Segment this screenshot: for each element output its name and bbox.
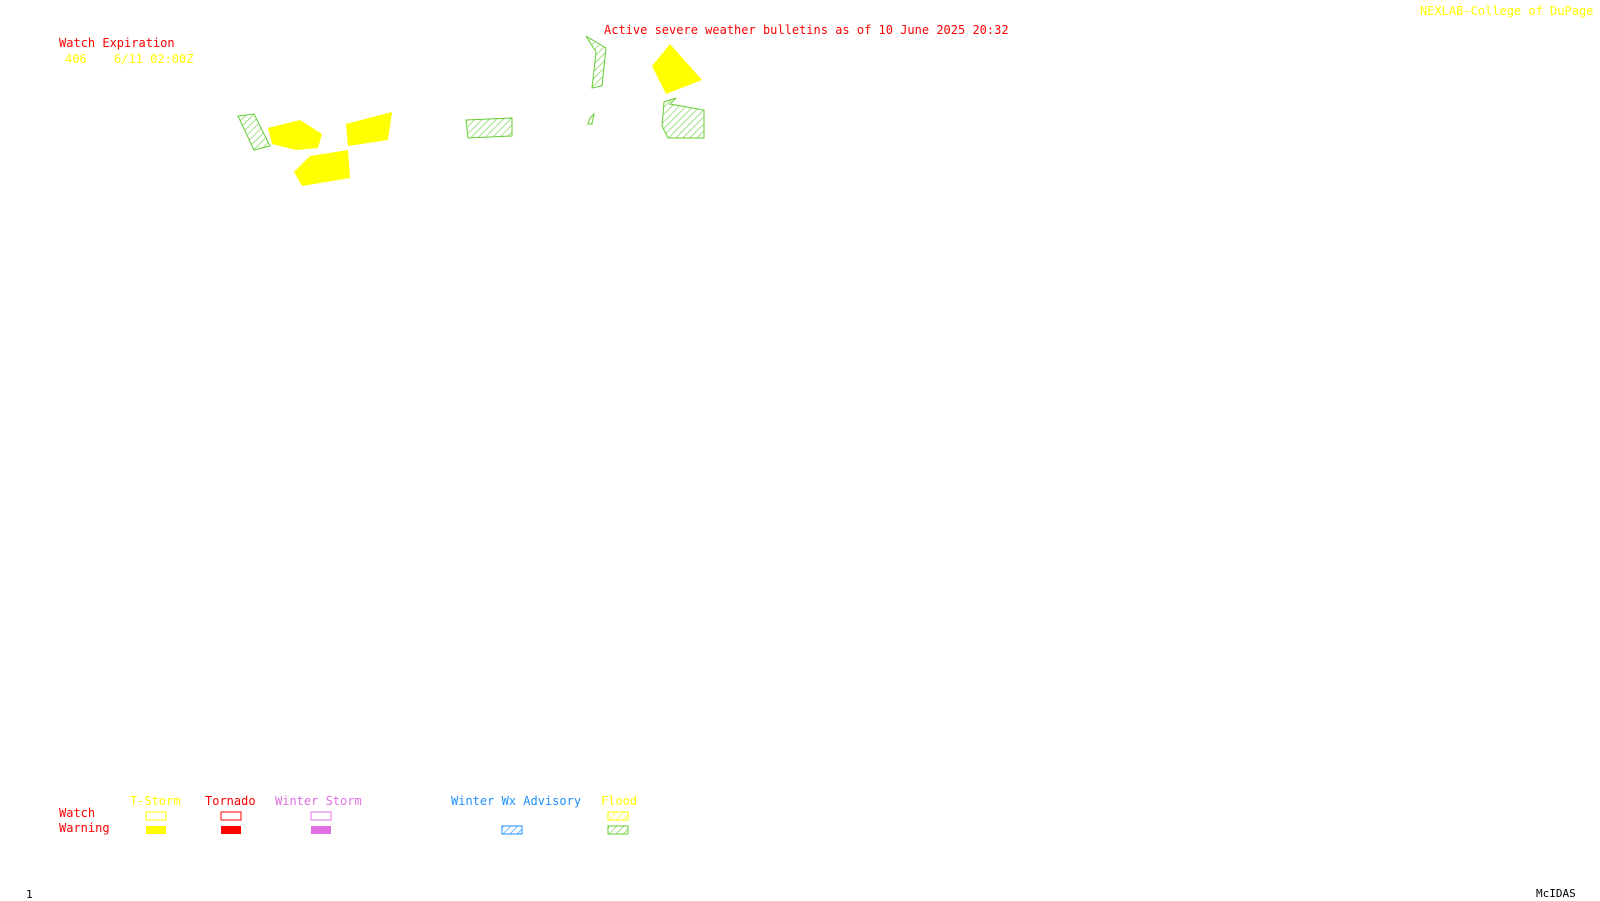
- watch-expiry-time: 6/11 02:00Z: [114, 52, 194, 66]
- flood-warning-polygon: [237, 113, 271, 151]
- frame-number: 1: [26, 888, 33, 901]
- legend-tstorm-header: T-Storm: [130, 794, 181, 808]
- legend-flood-watch-swatch: [607, 811, 629, 821]
- watch-expiration-label: Watch Expiration: [59, 36, 175, 50]
- legend-flood-header: Flood: [601, 794, 638, 808]
- legend-winter-storm-watch-swatch: [310, 811, 332, 821]
- legend-tornado-watch-swatch: [220, 811, 242, 821]
- tstorm-warning-polygon: [346, 112, 392, 146]
- legend-winter-storm-header: Winter Storm: [275, 794, 362, 808]
- flood-warning-polygon: [661, 97, 705, 139]
- credit-text: NEXLAB-College of DuPage R: [1420, 4, 1600, 18]
- software-label: McIDAS: [1536, 887, 1576, 900]
- legend-tornado-warning-swatch: [221, 826, 241, 834]
- legend-tstorm-watch-swatch: [145, 811, 167, 821]
- flood-warning-polygon: [585, 35, 607, 89]
- legend-winter-wx-advisory-header: Winter Wx Advisory: [451, 794, 582, 808]
- legend-tornado-header: Tornado: [205, 794, 256, 808]
- legend-winter-storm-warning-swatch: [311, 826, 331, 834]
- legend-tstorm-warning-swatch: [146, 826, 166, 834]
- legend-warning-row-label: Warning: [59, 821, 110, 835]
- flood-warning-polygon: [465, 117, 513, 139]
- flood-warning-polygon: [587, 112, 595, 125]
- bulletin-title: Active severe weather bulletins as of 10…: [604, 23, 1009, 37]
- tstorm-warning-polygon: [268, 120, 322, 150]
- watch-number: 406: [65, 52, 87, 66]
- tstorm-warning-polygon: [652, 44, 702, 94]
- legend-watch-row-label: Watch: [59, 806, 96, 820]
- legend-flood-warning-swatch: [607, 825, 629, 835]
- tstorm-warning-polygon: [294, 150, 350, 186]
- legend-winter-wx-advisory-swatch: [501, 825, 523, 835]
